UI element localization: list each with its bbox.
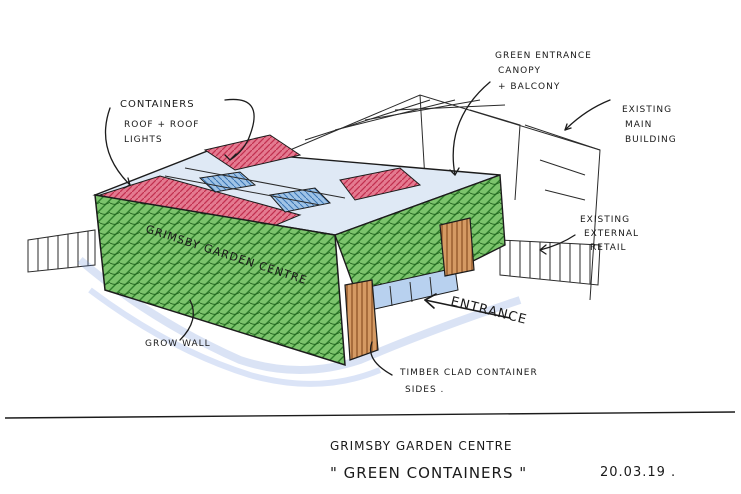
label-roof-lights-1: ROOF + ROOF xyxy=(124,120,199,130)
label-existing-retail-2: EXTERNAL xyxy=(584,229,639,239)
label-roof-lights-2: LIGHTS xyxy=(124,135,163,145)
grow-wall-front xyxy=(94,194,346,367)
label-existing-main-1: EXISTING xyxy=(622,105,672,115)
label-containers: CONTAINERS xyxy=(120,99,195,110)
leader-arrows xyxy=(104,81,611,376)
label-existing-retail-1: EXISTING xyxy=(580,215,630,225)
timber-clad-sides xyxy=(344,217,475,361)
title-date: 20.03.19 . xyxy=(600,465,676,480)
title-scheme: " GREEN CONTAINERS " xyxy=(330,464,527,482)
label-timber-2: SIDES . xyxy=(405,385,444,395)
label-existing-main-3: BUILDING xyxy=(625,135,677,145)
label-green-entrance-1: GREEN ENTRANCE xyxy=(495,51,592,61)
existing-retail-fence xyxy=(499,239,601,286)
existing-main-building xyxy=(289,94,601,301)
ground-line xyxy=(4,411,736,419)
title-project: GRIMSBY GARDEN CENTRE xyxy=(330,439,513,453)
ground-shadow xyxy=(77,256,522,387)
left-fence xyxy=(27,229,96,273)
label-green-entrance-2: CANOPY xyxy=(498,66,541,76)
label-existing-retail-3: RETAIL xyxy=(590,243,627,253)
label-existing-main-2: MAIN xyxy=(625,120,652,130)
label-grow-wall: GROW WALL xyxy=(145,339,211,349)
label-timber-1: TIMBER CLAD CONTAINER xyxy=(399,368,538,378)
label-green-entrance-3: + BALCONY xyxy=(498,82,560,92)
